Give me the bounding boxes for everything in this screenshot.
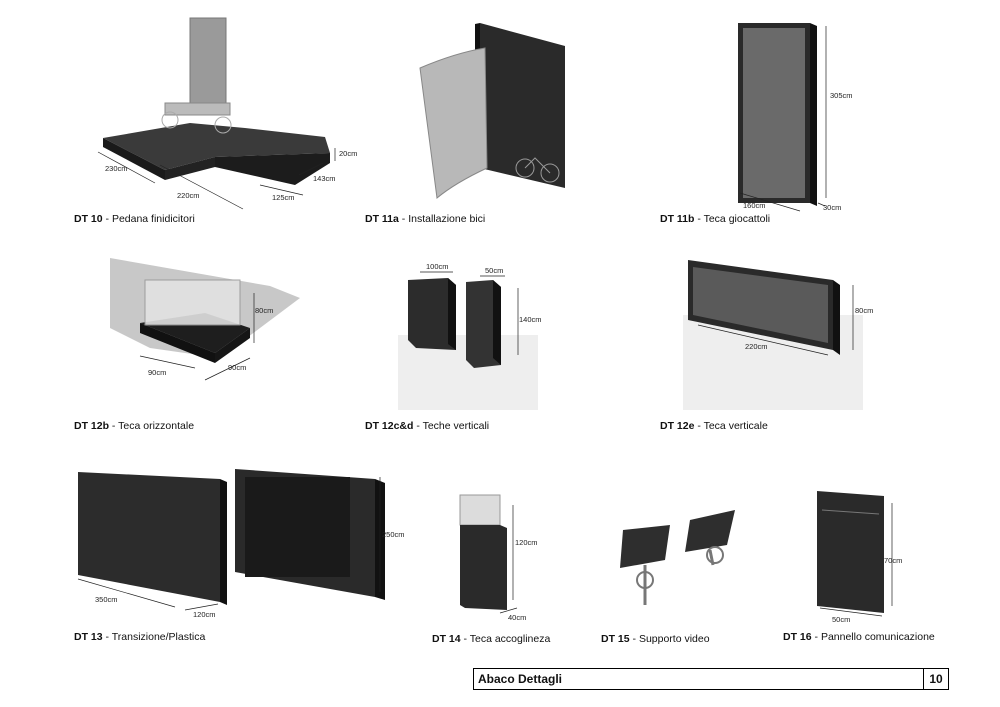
dim-label: 140cm [519, 315, 542, 324]
caption-dt11b: DT 11b - Teca giocattoli [660, 213, 771, 225]
caption-dt14: DT 14 - Teca accoglineza [432, 633, 551, 645]
dim-label: 50cm [485, 266, 503, 275]
caption-dt11a: DT 11a - Installazione bici [365, 213, 486, 225]
figure-dt11b: 305cm 160cm 30cm [730, 18, 860, 218]
figure-dt10: 230cm 220cm 125cm 143cm 20cm [95, 15, 365, 215]
dim-label: 70cm [884, 556, 902, 565]
figure-dt12cd: 100cm 50cm 140cm [398, 260, 543, 415]
figure-dt12e: 80cm 220cm [683, 255, 873, 415]
dim-label: 20cm [339, 149, 357, 158]
dim-label: 220cm [745, 342, 768, 351]
figure-dt13: 250cm 350cm 120cm [75, 467, 415, 622]
dim-label: 220cm [177, 191, 200, 200]
caption-dt12cd: DT 12c&d - Teche verticali [365, 420, 490, 432]
dim-label: 80cm [255, 306, 273, 315]
dim-label: 160cm [743, 201, 766, 210]
footer-title-block: Abaco Dettagli 10 [473, 668, 949, 690]
dim-label: 120cm [193, 610, 216, 619]
dim-label: 250cm [382, 530, 405, 539]
caption-dt12b: DT 12b - Teca orizzontale [74, 420, 195, 432]
dim-label: 90cm [228, 363, 246, 372]
dim-label: 80cm [855, 306, 873, 315]
figure-dt15 [615, 510, 755, 610]
caption-dt16: DT 16 - Pannello comunicazione [783, 631, 935, 643]
figure-dt16: 70cm 50cm [812, 488, 922, 624]
figure-dt12b: 80cm 90cm 90cm [110, 258, 300, 388]
dim-label: 30cm [823, 203, 841, 212]
dim-label: 120cm [515, 538, 538, 547]
dim-label: 90cm [148, 368, 166, 377]
figure-dt14: 120cm 40cm [445, 490, 555, 625]
figure-dt11a [415, 18, 575, 203]
dim-label: 305cm [830, 91, 853, 100]
dim-label: 40cm [508, 613, 526, 622]
caption-dt12e: DT 12e - Teca verticale [660, 420, 768, 432]
dim-label: 50cm [832, 615, 850, 624]
caption-dt13: DT 13 - Transizione/Plastica [74, 631, 206, 643]
dim-label: 350cm [95, 595, 118, 604]
footer-title: Abaco Dettagli [478, 672, 563, 686]
caption-dt15: DT 15 - Supporto video [601, 633, 710, 645]
dim-label: 230cm [105, 164, 128, 173]
caption-dt10: DT 10 - Pedana finidicitori [74, 213, 195, 225]
page-number: 10 [923, 669, 948, 689]
dim-label: 125cm [272, 193, 295, 202]
dim-label: 100cm [426, 262, 449, 271]
dim-label: 143cm [313, 174, 336, 183]
